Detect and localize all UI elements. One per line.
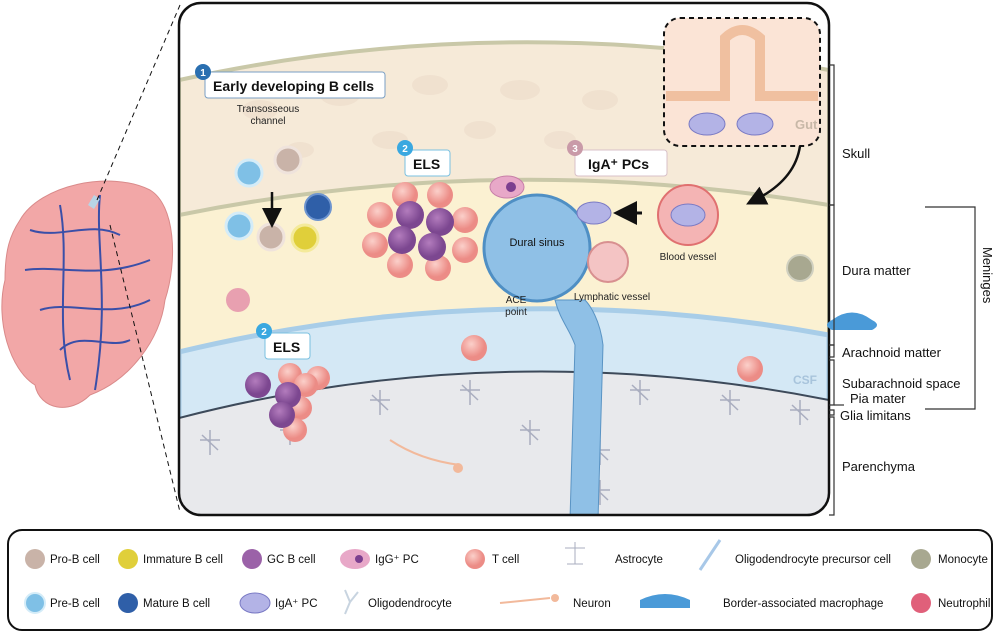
els-cluster-subarachnoid	[245, 363, 330, 442]
svg-text:1: 1	[200, 68, 206, 79]
ace-point-label: ACE	[506, 295, 527, 306]
lymphatic-vessel	[587, 241, 629, 283]
callout-els-dura: ELS 2	[397, 140, 451, 177]
svg-text:channel: channel	[250, 116, 285, 127]
label-subarachnoid: Subarachnoid space	[842, 376, 961, 391]
dural-sinus-channel	[554, 299, 604, 515]
neutrophil	[226, 288, 250, 312]
svg-text:IgG⁺ PC: IgG⁺ PC	[375, 554, 419, 566]
svg-text:Monocyte: Monocyte	[938, 554, 988, 566]
neuron	[389, 439, 461, 466]
iga-pc	[576, 201, 612, 225]
svg-text:Neuron: Neuron	[573, 598, 611, 610]
gut-villus	[666, 25, 818, 101]
tissue-panel	[179, 3, 829, 515]
svg-text:Oligodendrocyte: Oligodendrocyte	[368, 598, 452, 610]
t-cell	[737, 356, 763, 382]
dural-sinus	[482, 193, 592, 303]
els-cluster-dura	[362, 182, 478, 281]
svg-text:Astrocyte: Astrocyte	[615, 554, 663, 566]
monocyte	[786, 254, 814, 282]
legend: Pro-B cell Immature B cell GC B cell IgG…	[7, 529, 993, 631]
transosseous-label: Transosseous	[237, 104, 299, 115]
dural-sinus-label: Dural sinus	[509, 237, 565, 249]
callout-early-b-cells: Early developing B cells 1	[195, 64, 386, 99]
t-cell	[461, 335, 487, 361]
csf-label: CSF	[793, 373, 817, 387]
label-pia: Pia mater	[850, 391, 906, 406]
border-associated-macrophage	[827, 312, 877, 330]
svg-text:Neutrophil: Neutrophil	[938, 598, 990, 610]
label-skull: Skull	[842, 146, 870, 161]
svg-text:2: 2	[261, 327, 267, 338]
svg-text:Lymphatic vessel: Lymphatic vessel	[574, 292, 650, 303]
gut-arrow	[746, 145, 802, 205]
label-parenchyma: Parenchyma	[842, 459, 916, 474]
svg-text:Mature B cell: Mature B cell	[143, 598, 210, 610]
label-arachnoid: Arachnoid matter	[842, 345, 942, 360]
svg-text:3: 3	[572, 144, 578, 155]
panel-border	[177, 1, 831, 517]
svg-text:IgA⁺ PC: IgA⁺ PC	[275, 598, 318, 610]
label-dura: Dura matter	[842, 263, 911, 278]
gut-label: Gut	[795, 117, 818, 132]
svg-text:ELS: ELS	[273, 339, 300, 355]
svg-text:IgA⁺ PCs: IgA⁺ PCs	[588, 156, 649, 172]
label-meninges: Meninges	[980, 247, 995, 304]
svg-text:Border-associated macrophage: Border-associated macrophage	[723, 598, 883, 610]
brain-illustration	[1, 180, 173, 408]
label-glia: Glia limitans	[840, 408, 911, 423]
svg-text:point: point	[505, 307, 527, 318]
svg-text:ELS: ELS	[413, 156, 440, 172]
callout-iga-pcs: IgA⁺ PCs 3	[567, 140, 668, 177]
svg-text:Pre-B cell: Pre-B cell	[50, 598, 100, 610]
svg-text:Blood vessel: Blood vessel	[660, 252, 717, 263]
svg-text:Pro-B cell: Pro-B cell	[50, 554, 100, 566]
svg-text:Oligodendrocyte precursor cell: Oligodendrocyte precursor cell	[735, 554, 891, 566]
callout-els-subarachnoid: ELS 2	[256, 323, 311, 360]
zoom-line-bottom	[109, 224, 181, 513]
svg-text:GC B cell: GC B cell	[267, 554, 316, 566]
svg-text:T cell: T cell	[492, 554, 519, 566]
layer-brackets	[829, 64, 976, 516]
svg-text:2: 2	[402, 144, 408, 155]
early-b-cells	[224, 145, 332, 253]
zoom-line-top	[96, 4, 181, 201]
svg-text:Early developing B cells: Early developing B cells	[213, 78, 374, 94]
svg-text:Immature B cell: Immature B cell	[143, 554, 223, 566]
